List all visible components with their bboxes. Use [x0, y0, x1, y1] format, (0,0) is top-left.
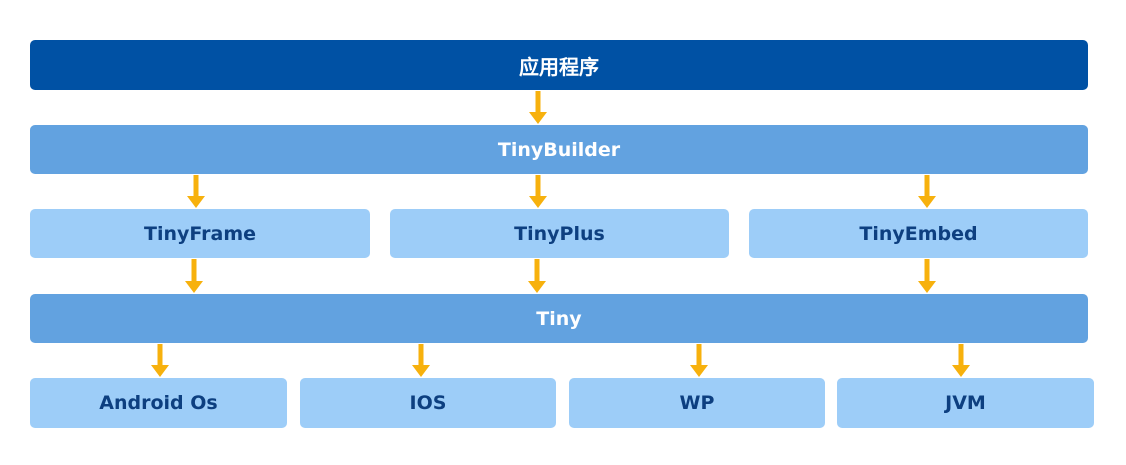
tinyembed-box: TinyEmbed	[749, 209, 1088, 258]
ios-box: IOS	[300, 378, 556, 428]
arrow-builder-to-plus	[529, 175, 547, 208]
tinyframe-box: TinyFrame	[30, 209, 370, 258]
tinybuilder-box: TinyBuilder	[30, 125, 1088, 174]
arrow-tiny-to-wp	[690, 344, 708, 377]
arrow-tiny-to-android	[151, 344, 169, 377]
tiny-box: Tiny	[30, 294, 1088, 343]
tiny-label: Tiny	[536, 307, 582, 330]
tinyframe-label: TinyFrame	[143, 222, 257, 245]
tinyembed-label: TinyEmbed	[859, 222, 978, 245]
android-os-label: Android Os	[99, 392, 218, 414]
tinyplus-label: TinyPlus	[514, 222, 605, 245]
arrow-plus-to-tiny	[528, 259, 546, 293]
arrow-embed-to-tiny	[918, 259, 936, 293]
android-os-box: Android Os	[30, 378, 287, 428]
jvm-label: JVM	[945, 392, 986, 414]
arrow-app-to-builder	[529, 91, 547, 124]
arrow-builder-to-frame	[187, 175, 205, 208]
wp-label: WP	[679, 392, 715, 414]
arrow-builder-to-embed	[918, 175, 936, 208]
wp-box: WP	[569, 378, 825, 428]
arrow-tiny-to-jvm	[952, 344, 970, 377]
tinybuilder-label: TinyBuilder	[497, 138, 621, 161]
application-label: 应用程序	[519, 54, 599, 79]
arrow-frame-to-tiny	[185, 259, 203, 293]
application-box: 应用程序	[30, 40, 1088, 90]
tinyplus-box: TinyPlus	[390, 209, 729, 258]
jvm-box: JVM	[837, 378, 1094, 428]
arrow-tiny-to-ios	[412, 344, 430, 377]
ios-label: IOS	[409, 392, 447, 414]
